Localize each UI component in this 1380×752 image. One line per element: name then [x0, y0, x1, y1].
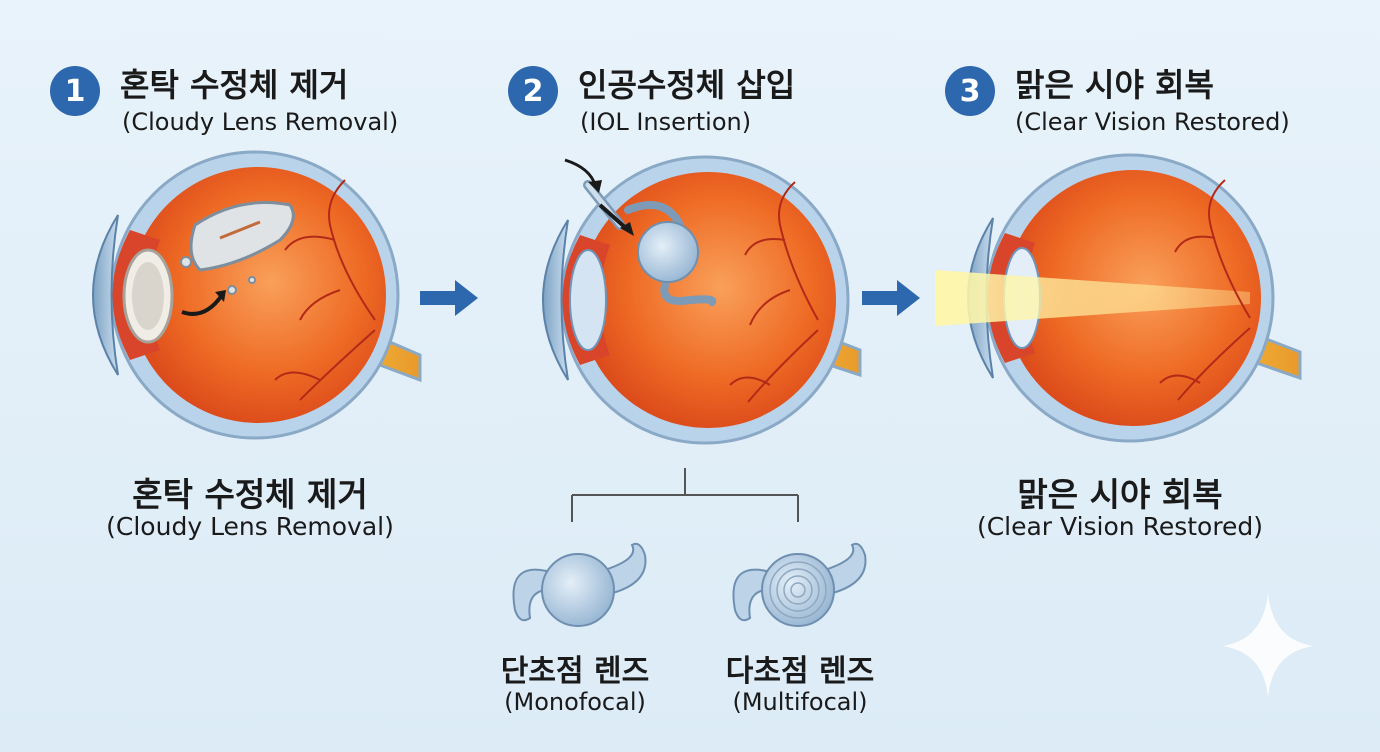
cornea-2 [542, 219, 569, 381]
light-beam [935, 270, 1250, 326]
bottom-right-subtitle: (Clear Vision Restored) [976, 512, 1264, 541]
flow-arrow-1 [420, 280, 478, 316]
monofocal-subtitle: (Monofocal) [504, 688, 646, 716]
step-1-badge: 1 [50, 66, 100, 116]
lens-options-connector [571, 468, 799, 522]
removal-arrow [181, 293, 224, 316]
step-3-title: 맑은 시야 회복 [1015, 66, 1214, 104]
step-3-subtitle: (Clear Vision Restored) [1015, 108, 1290, 136]
capsule-2 [569, 249, 607, 351]
eye-3-illustration [935, 153, 1302, 443]
bottom-right-title: 맑은 시야 회복 [1017, 475, 1223, 514]
sparkle-icon [1222, 592, 1314, 698]
lens-fragment [180, 201, 295, 295]
monofocal-title: 단초점 렌즈 [500, 654, 650, 689]
eye-2-illustration [542, 155, 862, 445]
step-1-title: 혼탁 수정체 제거 [120, 66, 349, 104]
step-2-title: 인공수정체 삽입 [578, 66, 796, 104]
step-1-subtitle: (Cloudy Lens Removal) [122, 108, 399, 136]
multifocal-lens-icon [732, 542, 867, 627]
step-2-subtitle: (IOL Insertion) [580, 108, 752, 136]
removal-arrow-head [215, 290, 226, 302]
cornea-1 [92, 214, 119, 376]
bottom-left-title: 혼탁 수정체 제거 [132, 475, 368, 514]
retina-vessels-1 [274, 179, 376, 401]
retina-vessels-2 [729, 181, 819, 403]
flow-arrow-2 [862, 280, 920, 316]
bottom-left-subtitle: (Cloudy Lens Removal) [106, 512, 394, 541]
cloudy-lens-core [132, 262, 164, 330]
iol-implant [624, 201, 717, 306]
step-3-badge: 3 [945, 66, 995, 116]
multifocal-subtitle: (Multifocal) [732, 688, 868, 716]
retina-vessels-3 [1159, 179, 1251, 401]
multifocal-title: 다초점 렌즈 [725, 654, 875, 689]
monofocal-lens-icon [512, 542, 647, 627]
eye-1-illustration [92, 150, 422, 440]
step-2-badge: 2 [508, 66, 558, 116]
